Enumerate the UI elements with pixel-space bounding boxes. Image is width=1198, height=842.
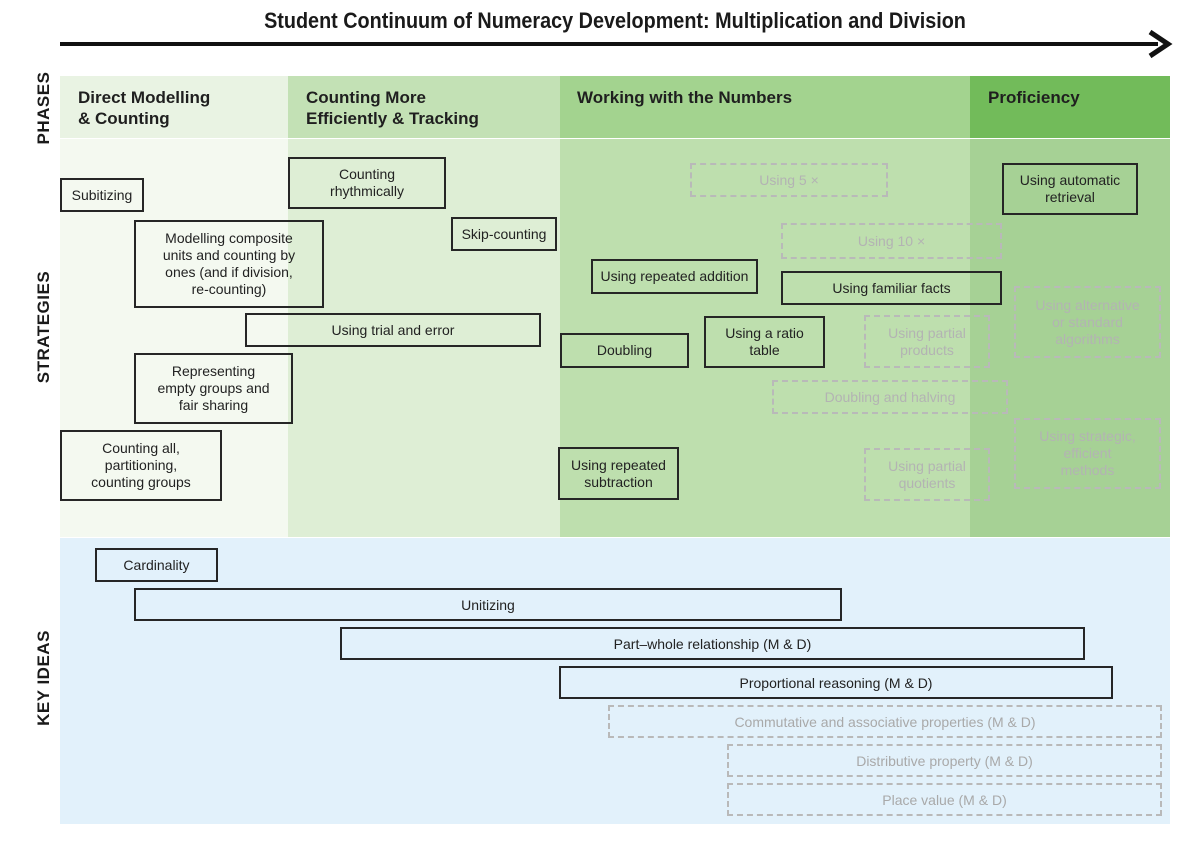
row-label-phases: PHASES bbox=[34, 71, 53, 145]
strategy-using-repeated-addition: Using repeated addition bbox=[591, 259, 758, 294]
diagram-title: Student Continuum of Numeracy Developmen… bbox=[264, 8, 966, 33]
phase-working-with-numbers: Working with the Numbers bbox=[577, 88, 793, 107]
strategy-area-bg-3 bbox=[560, 139, 970, 537]
strategy-subitizing: Subitizing bbox=[60, 178, 144, 212]
strategy-counting-all: Counting all,partitioning,counting group… bbox=[60, 430, 222, 501]
strategy-skip-counting: Skip-counting bbox=[451, 217, 557, 251]
strategy-area-bg-1 bbox=[60, 139, 288, 537]
key-idea-cardinality: Cardinality bbox=[95, 548, 218, 582]
key-idea-distributive-property: Distributive property (M & D) bbox=[727, 744, 1162, 777]
key-idea-place-value: Place value (M & D) bbox=[727, 783, 1162, 816]
strategy-using-5x: Using 5 × bbox=[690, 163, 888, 197]
phase-header-bg-4 bbox=[970, 76, 1170, 138]
key-idea-unitizing: Unitizing bbox=[134, 588, 842, 621]
phase-header-bg-3 bbox=[560, 76, 970, 138]
row-label-key-ideas: KEY IDEAS bbox=[34, 630, 53, 726]
strategy-using-trial-and-error: Using trial and error bbox=[245, 313, 541, 347]
strategy-doubling-and-halving: Doubling and halving bbox=[772, 380, 1008, 414]
strategy-using-familiar-facts: Using familiar facts bbox=[781, 271, 1002, 305]
strategy-doubling: Doubling bbox=[560, 333, 689, 368]
key-idea-commutative-associative: Commutative and associative properties (… bbox=[608, 705, 1162, 738]
phase-header-bg-1 bbox=[60, 76, 288, 138]
phase-proficiency: Proficiency bbox=[988, 88, 1080, 107]
key-idea-proportional-reasoning: Proportional reasoning (M & D) bbox=[559, 666, 1113, 699]
row-label-strategies: STRATEGIES bbox=[34, 270, 53, 384]
continuum-arrow bbox=[60, 29, 1173, 59]
strategy-area-bg-2 bbox=[288, 139, 560, 537]
strategy-using-10x: Using 10 × bbox=[781, 223, 1002, 259]
key-idea-part-whole-relationship: Part–whole relationship (M & D) bbox=[340, 627, 1085, 660]
phase-header-bg-2 bbox=[288, 76, 560, 138]
phase-direct-modelling: Direct Modelling& Counting bbox=[78, 88, 211, 128]
